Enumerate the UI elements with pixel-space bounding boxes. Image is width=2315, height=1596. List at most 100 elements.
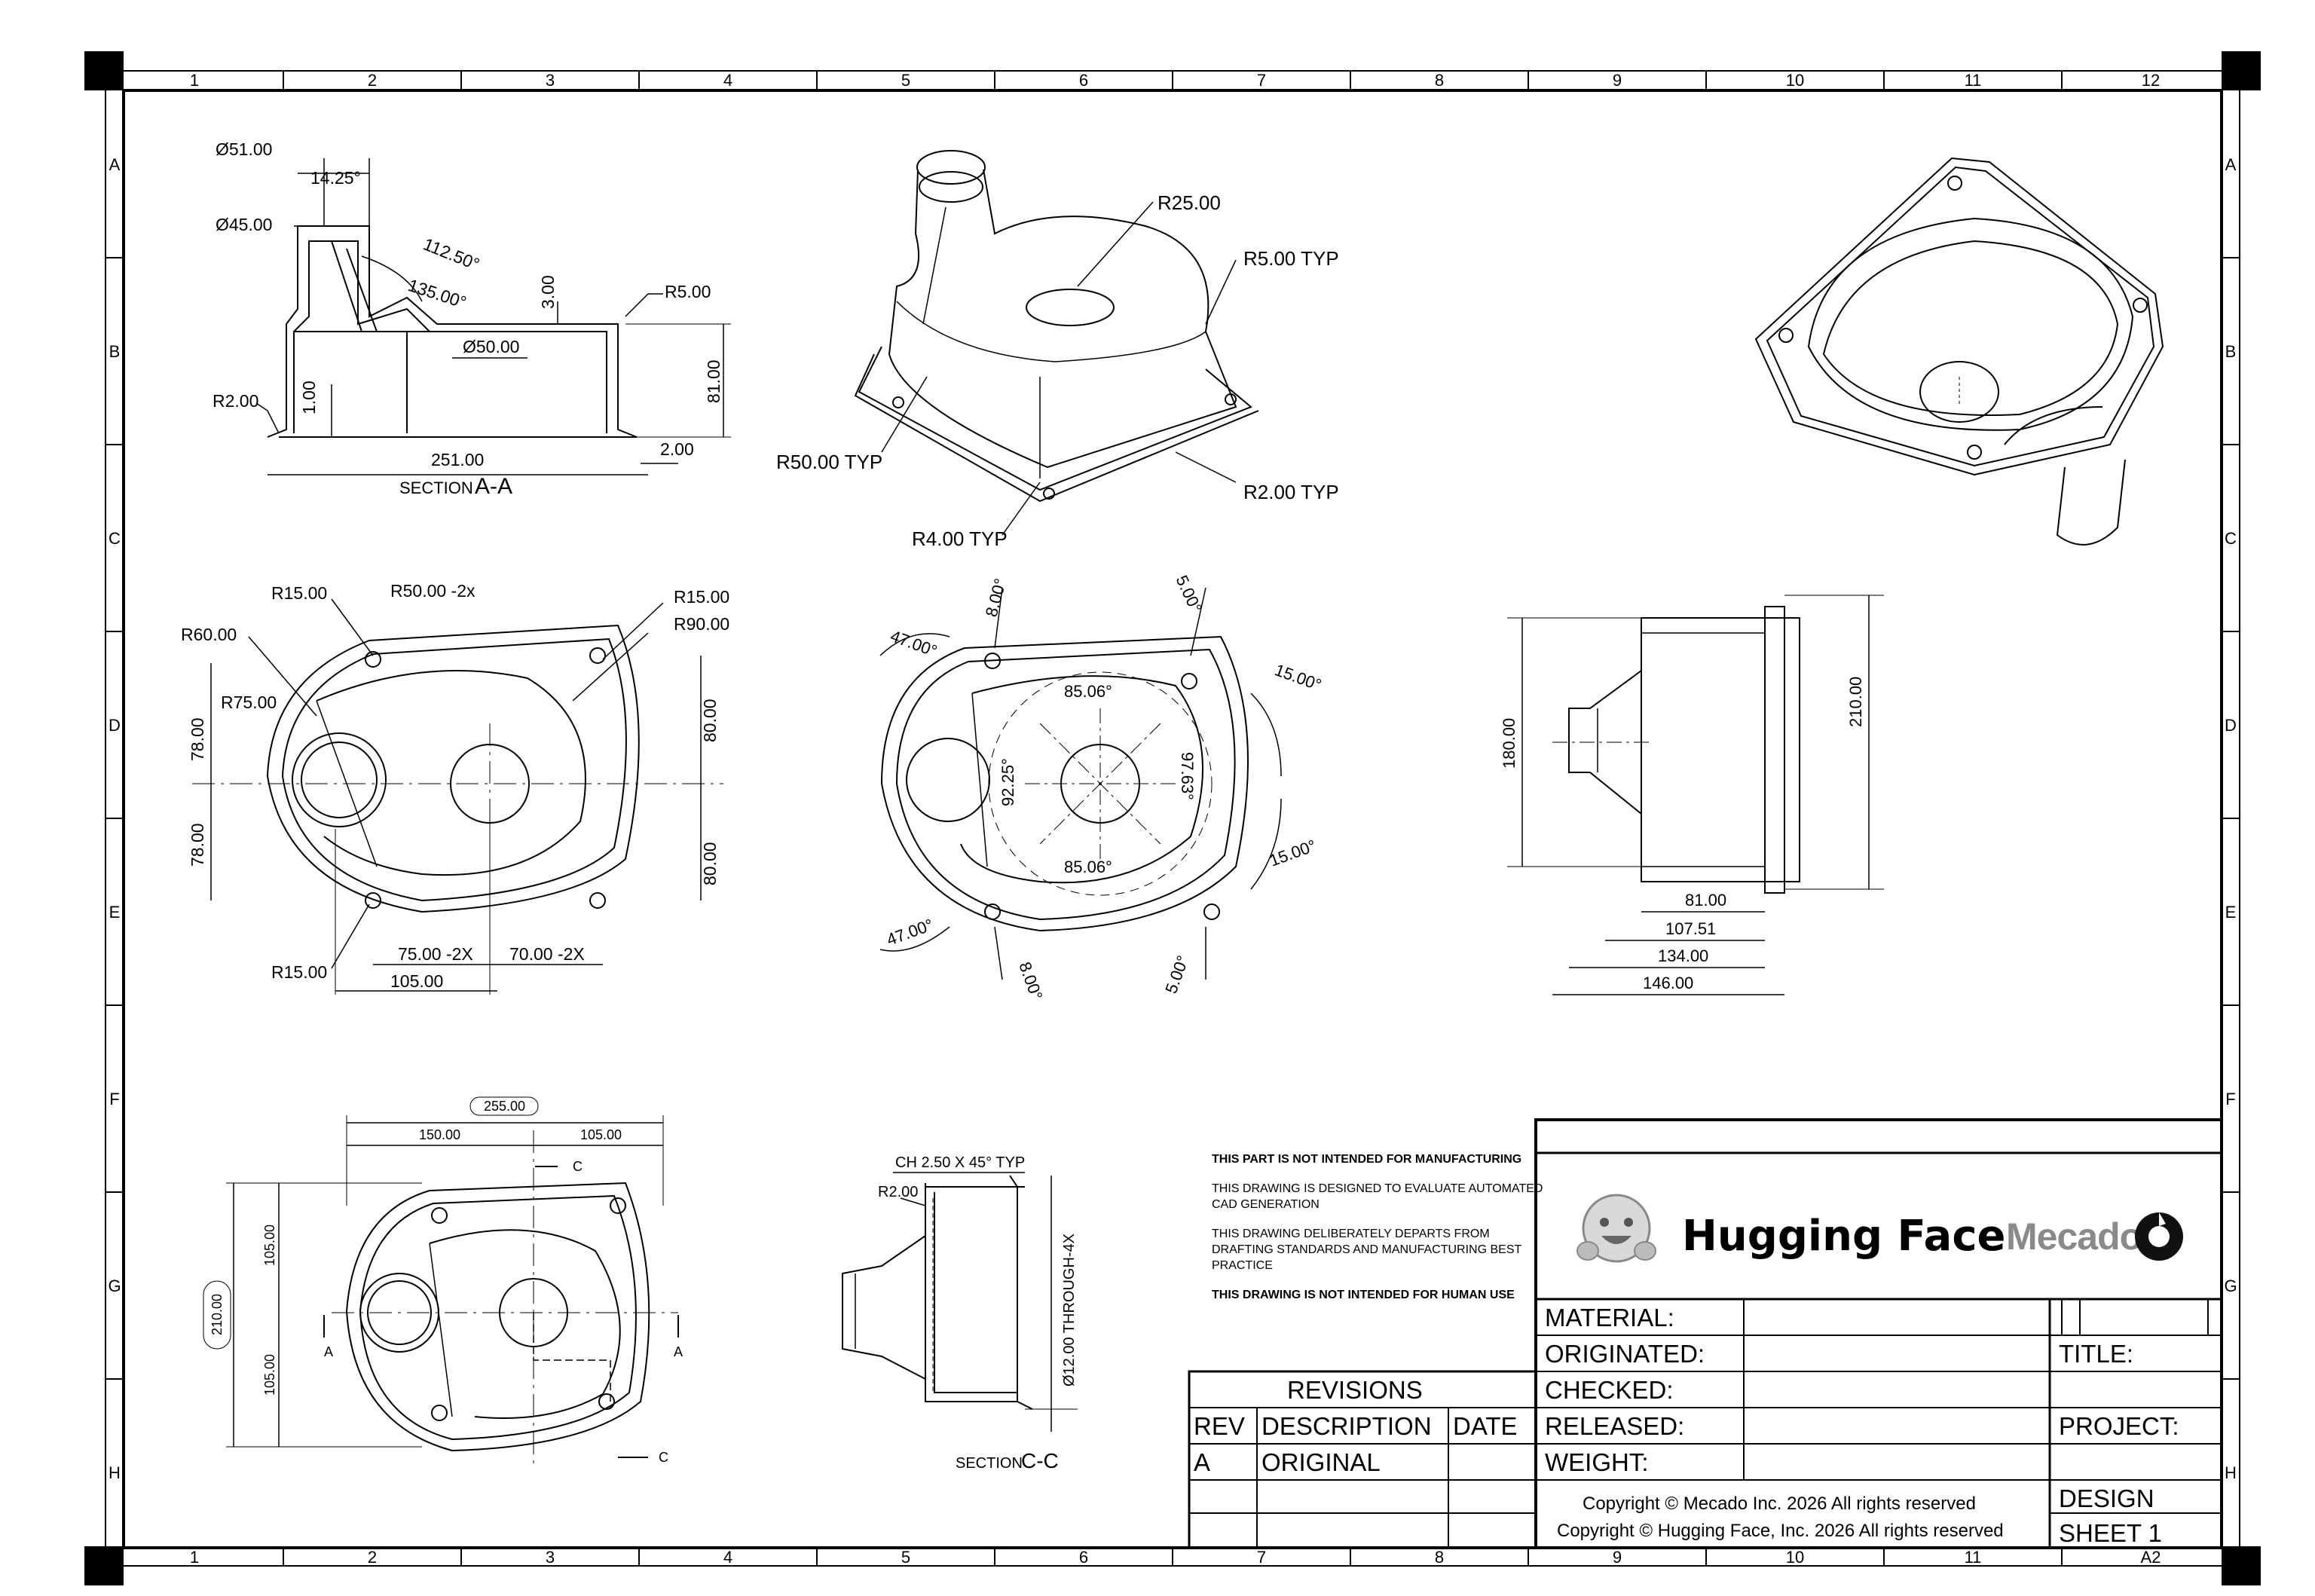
- top-view-labels: R15.00 R50.00 -2x R15.00 R90.00 R60.00 R…: [181, 581, 729, 991]
- dim-text: R15.00: [271, 583, 327, 603]
- title-label: TITLE:: [2059, 1340, 2134, 1368]
- zone-label-right: F: [2225, 1090, 2235, 1108]
- dim-text: C: [573, 1159, 583, 1174]
- zone-label-top: 8: [1435, 71, 1444, 90]
- zone-label-bottom: 11: [1965, 1548, 1982, 1567]
- dim-text: CH 2.50 X 45° TYP: [895, 1154, 1025, 1171]
- dim-text: 210.00: [209, 1294, 225, 1335]
- dim-text: 1.00: [299, 381, 319, 414]
- dim-text: R2.00: [213, 391, 258, 411]
- dim-text: 15.00°: [1267, 836, 1319, 870]
- dim-text: R50.00 TYP: [776, 451, 882, 473]
- dim-text: R60.00: [181, 625, 237, 644]
- zone-ticks: [106, 71, 2240, 1566]
- angle-view: [879, 587, 1282, 980]
- dim-text: 80.00: [700, 699, 720, 742]
- top-view: [192, 598, 723, 995]
- zone-label-bottom: 3: [546, 1548, 555, 1567]
- dim-text: 210.00: [1846, 677, 1865, 727]
- revisions-header-date: DATE: [1453, 1412, 1518, 1440]
- section-label-id: A-A: [475, 474, 512, 499]
- dim-text: Ø50.00: [463, 337, 519, 356]
- dim-text: 105.00: [390, 971, 443, 991]
- dim-text: R25.00: [1158, 191, 1221, 214]
- zone-label-right: D: [2225, 716, 2237, 735]
- dim-text: 97.63°: [1178, 752, 1197, 800]
- dim-text: 105.00: [580, 1127, 622, 1142]
- mecado-wordmark: Mecado: [2006, 1215, 2142, 1258]
- zone-label-bottom: 6: [1079, 1548, 1088, 1567]
- revisions-header-description: DESCRIPTION: [1261, 1412, 1432, 1440]
- dim-text: 47.00°: [884, 915, 936, 949]
- zone-label-bottom: 1: [190, 1548, 199, 1567]
- note-cad-eval: THIS DRAWING IS DESIGNED TO EVALUATE AUT…: [1212, 1182, 1543, 1211]
- dim-text: R2.00: [878, 1184, 918, 1200]
- dim-text: R90.00: [674, 614, 729, 634]
- note-not-human-use: THIS DRAWING IS NOT INTENDED FOR HUMAN U…: [1212, 1289, 1515, 1301]
- title-block-grid: [1188, 1118, 2223, 1549]
- revisions-row-rev: A: [1194, 1448, 1211, 1476]
- zone-label-left: D: [109, 716, 121, 735]
- zone-label-right: C: [2225, 529, 2237, 548]
- dim-text: 135.00°: [405, 275, 469, 312]
- zone-label-top: 5: [901, 71, 910, 90]
- dim-text: 78.00: [188, 823, 207, 867]
- zone-label-top: 7: [1257, 71, 1266, 90]
- dim-text: 81.00: [1685, 891, 1726, 910]
- dim-text: C: [659, 1450, 668, 1465]
- dim-text: 255.00: [484, 1099, 525, 1114]
- section-aa-labels: Ø51.00 14.25° Ø45.00 112.50° 135.00° 3.0…: [213, 139, 723, 499]
- zone-label-bottom: A2: [2141, 1548, 2161, 1567]
- section-label-prefix: SECTION: [399, 478, 473, 497]
- section-aa-view: [255, 158, 731, 475]
- dim-text: 105.00: [262, 1225, 277, 1266]
- dim-text: 85.06°: [1064, 682, 1112, 701]
- dim-text: A: [324, 1344, 333, 1359]
- note-departs-standards: THIS DRAWING DELIBERATELY DEPARTS FROM D…: [1212, 1228, 1521, 1272]
- dim-text: 92.25°: [998, 758, 1017, 806]
- iso-bowl-view: [1754, 157, 2164, 546]
- zone-label-top: 9: [1613, 71, 1622, 90]
- zone-label-top: 2: [368, 71, 377, 90]
- hugging-face-logo-icon: [1576, 1194, 1656, 1263]
- dim-text: 78.00: [188, 717, 207, 761]
- zone-label-left: B: [109, 342, 121, 361]
- bottom-view-labels: 255.00 150.00 105.00 C 105.00 210.00 105…: [209, 1099, 683, 1465]
- zone-label-bottom: 5: [901, 1548, 910, 1567]
- dim-text: 75.00 -2X: [398, 944, 473, 964]
- dim-text: 81.00: [704, 359, 723, 403]
- zone-label-right: E: [2225, 903, 2237, 922]
- drawing-notes: THIS PART IS NOT INTENDED FOR MANUFACTUR…: [1212, 1151, 1543, 1316]
- zone-label-top: 4: [723, 71, 732, 90]
- revisions-header-rev: REV: [1194, 1412, 1245, 1440]
- zone-label-right: H: [2225, 1463, 2237, 1482]
- dim-text: 8.00°: [1015, 959, 1046, 1002]
- dim-text: R4.00 TYP: [912, 527, 1008, 550]
- dim-text: R75.00: [221, 693, 277, 712]
- dim-text: 47.00°: [888, 626, 940, 660]
- zone-label-bottom: 2: [368, 1548, 377, 1567]
- zone-label-bottom: 9: [1613, 1548, 1622, 1567]
- dim-text: 150.00: [419, 1127, 460, 1142]
- field-material-label: MATERIAL:: [1545, 1304, 1674, 1332]
- field-weight-label: WEIGHT:: [1545, 1448, 1649, 1476]
- dim-text: R15.00: [271, 962, 327, 982]
- dim-text: 2.00: [660, 439, 694, 459]
- dim-text: 85.06°: [1064, 858, 1112, 876]
- dim-text: R15.00: [674, 587, 729, 607]
- zone-label-bottom: 10: [1786, 1548, 1804, 1567]
- revisions-row-description: ORIGINAL: [1261, 1448, 1381, 1476]
- dim-text: 5.00°: [1172, 573, 1205, 616]
- zone-label-right: G: [2224, 1276, 2237, 1295]
- field-released-label: RELEASED:: [1545, 1412, 1685, 1440]
- dim-text: A: [674, 1344, 683, 1359]
- dim-text: 107.51: [1665, 919, 1716, 938]
- note-not-for-manufacturing: THIS PART IS NOT INTENDED FOR MANUFACTUR…: [1212, 1153, 1522, 1166]
- iso-front-view: [854, 150, 1259, 536]
- zone-label-left: H: [109, 1463, 121, 1482]
- field-originated-label: ORIGINATED:: [1545, 1340, 1705, 1368]
- copyright-mecado: Copyright © Mecado Inc. 2026 All rights …: [1583, 1494, 1976, 1514]
- dim-text: 14.25°: [310, 168, 361, 188]
